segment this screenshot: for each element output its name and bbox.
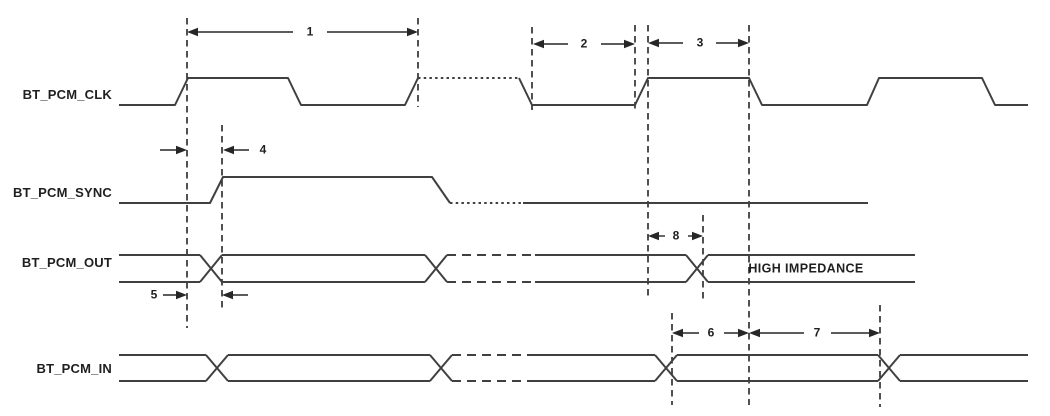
in-crossover-1 [205,354,229,382]
signal-label-bt-pcm-sync: BT_PCM_SYNC [13,185,112,201]
dimension-arrows [160,27,880,338]
dashed-guide-lines [186,18,881,407]
dim-label-2: 2 [580,36,588,51]
out-crossover-1 [199,254,223,283]
sync-waveform [119,176,868,204]
in-crossover-3 [654,354,678,382]
dim-label-8: 8 [672,228,680,243]
in-crossover-4 [877,354,901,382]
clk-waveform [119,77,1028,106]
dimension-arrow-2 [533,39,635,49]
dimension-arrow-5 [163,290,248,300]
out-waveform [119,254,915,283]
signal-label-bt-pcm-out: BT_PCM_OUT [21,255,112,271]
dimension-arrow-7 [749,328,880,338]
dim-label-4: 4 [259,142,267,157]
out-crossover-3 [685,254,709,283]
dim-label-3: 3 [696,35,704,50]
dimension-arrow-8 [648,231,703,241]
in-dashed-rails [452,354,533,382]
dimension-arrow-3 [648,38,749,48]
signal-label-bt-pcm-in: BT_PCM_IN [36,361,112,377]
signal-label-bt-pcm-clk: BT_PCM_CLK [22,87,112,103]
out-crossover-2 [424,254,448,283]
dim-label-6: 6 [707,325,715,340]
dim-label-1: 1 [306,24,314,39]
high-impedance-label: HIGH IMPEDANCE [748,261,864,276]
dim-label-5: 5 [150,287,158,302]
dimension-arrow-6 [672,328,749,338]
in-waveform [119,354,1028,382]
dimension-arrow-4 [160,145,249,155]
in-crossover-2 [429,354,453,382]
dimension-arrow-1 [187,27,418,37]
dim-label-7: 7 [813,325,821,340]
out-dashed-rails [447,254,535,283]
